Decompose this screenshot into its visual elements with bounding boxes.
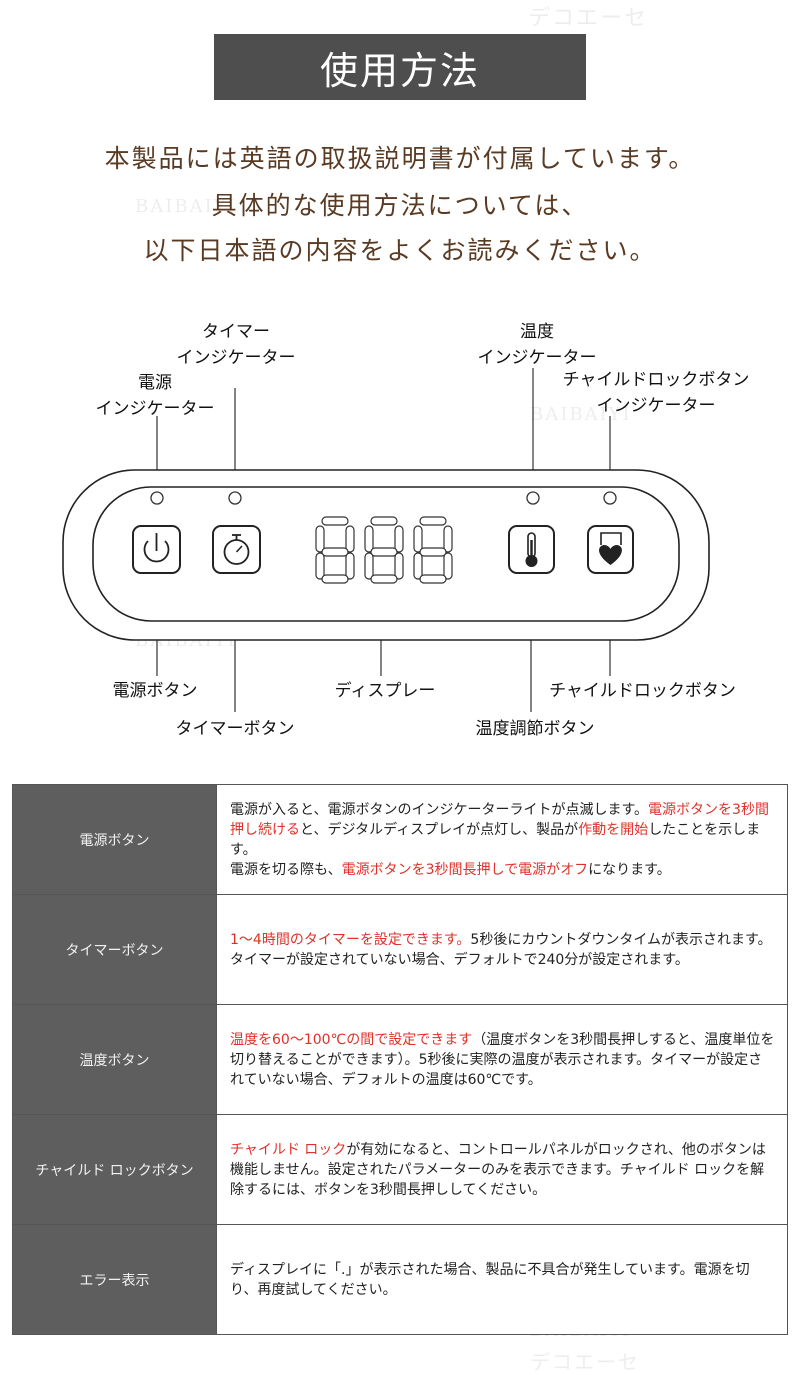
intro-line-3: 以下日本語の内容をよくお読みください。 — [143, 236, 657, 265]
table-row: エラー表示 ディスプレイに「.」が表示された場合、製品に不具合が発生しています。… — [12, 1224, 788, 1335]
timer-button-label: タイマーボタン — [175, 719, 295, 739]
display-digit — [315, 516, 355, 584]
row-description: ディスプレイに「.」が表示された場合、製品に不具合が発生しています。電源を切り、… — [216, 1224, 788, 1335]
heart-lock-icon[interactable] — [587, 525, 634, 574]
description-text: が有効になると、コントロールパネルがロックされ、他のボタンは機能しません。設定さ… — [230, 1141, 766, 1198]
feature-table: 電源ボタン 電源が入ると、電源ボタンのインジケーターライトが点滅します。電源ボタ… — [12, 784, 788, 1335]
child-lock-button-label: チャイルドロックボタン — [549, 681, 736, 701]
row-header: 温度ボタン — [12, 1004, 217, 1115]
highlight-text: 電源ボタンを3秒間長押しで電源がオフ — [341, 861, 589, 878]
highlight-text: チャイルド ロック — [230, 1141, 347, 1158]
power-icon[interactable] — [132, 525, 181, 574]
label-line: 温度 — [520, 322, 554, 342]
timer-indicator-label: タイマー インジケーター — [161, 319, 311, 371]
description-text: （温度ボタンを3秒間長押しすると、温度単位を切り替えることができます）。5秒後に… — [230, 1031, 775, 1088]
row-description: チャイルド ロックが有効になると、コントロールパネルがロックされ、他のボタンは機… — [216, 1114, 788, 1225]
table-row: 電源ボタン 電源が入ると、電源ボタンのインジケーターライトが点滅します。電源ボタ… — [12, 784, 788, 895]
row-header: タイマーボタン — [12, 894, 217, 1005]
stopwatch-icon[interactable] — [212, 525, 261, 574]
display-label: ディスプレー — [334, 681, 436, 701]
table-row: タイマーボタン 1〜4時間のタイマーを設定できます。5秒後にカウントダウンタイム… — [12, 894, 788, 1005]
watermark-shop: デコエーセ — [528, 6, 649, 31]
row-header: 電源ボタン — [12, 784, 217, 895]
power-indicator-led — [150, 491, 164, 505]
row-description: 温度を60〜100℃の間で設定できます（温度ボタンを3秒間長押しすると、温度単位… — [216, 1004, 788, 1115]
description-text: 5秒後にカウントダウンタイムが表示されます。タイマーが設定されていない場合、デフ… — [230, 931, 772, 968]
temp-button-label: 温度調節ボタン — [475, 719, 595, 739]
highlight-text: 1〜4時間のタイマーを設定できます。 — [230, 931, 471, 948]
display-digit — [413, 516, 453, 584]
power-indicator-label: 電源 インジケーター — [80, 370, 230, 422]
display-digit — [364, 516, 404, 584]
highlight-text: 温度を60〜100℃の間で設定できます — [230, 1031, 473, 1048]
row-header: チャイルド ロックボタン — [12, 1114, 217, 1225]
row-description: 電源が入ると、電源ボタンのインジケーターライトが点滅します。電源ボタンを3秒間押… — [216, 784, 788, 895]
temp-indicator-label: 温度 インジケーター — [462, 319, 612, 371]
label-line: インジケーター — [95, 399, 215, 419]
child-lock-indicator-label: チャイルドロックボタン インジケーター — [546, 367, 766, 419]
label-line: インジケーター — [477, 348, 597, 368]
description-text: になります。 — [588, 861, 671, 878]
label-line: 電源 — [138, 373, 172, 393]
description-text: 電源が入ると、電源ボタンのインジケーターライトが点滅します。 — [230, 801, 649, 818]
intro-line-1: 本製品には英語の取扱説明書が付属しています。 — [104, 144, 696, 173]
label-line: インジケーター — [596, 396, 716, 416]
label-line: タイマー — [202, 322, 270, 342]
timer-indicator-led — [228, 491, 242, 505]
highlight-text: 作動を開始 — [578, 821, 649, 838]
row-description: 1〜4時間のタイマーを設定できます。5秒後にカウントダウンタイムが表示されます。… — [216, 894, 788, 1005]
label-line: インジケーター — [176, 348, 296, 368]
watermark-shop: デコエーセ — [530, 1350, 640, 1374]
description-text: したことを示します。 — [230, 821, 761, 858]
page-title: 使用方法 — [214, 34, 586, 100]
description-text: と、デジタルディスプレイが点灯し、製品が — [300, 821, 579, 838]
thermometer-icon[interactable] — [508, 525, 555, 574]
power-button-label: 電源ボタン — [112, 681, 198, 701]
row-header: エラー表示 — [12, 1224, 217, 1335]
control-panel-diagram — [62, 368, 710, 712]
table-row: チャイルド ロックボタン チャイルド ロックが有効になると、コントロールパネルが… — [12, 1114, 788, 1225]
temp-indicator-led — [526, 491, 540, 505]
table-row: 温度ボタン 温度を60〜100℃の間で設定できます（温度ボタンを3秒間長押しする… — [12, 1004, 788, 1115]
description-text: 電源を切る際も、 — [230, 861, 342, 878]
child-lock-indicator-led — [603, 491, 617, 505]
highlight-text: 電源ボタンを3秒間押し続ける — [230, 801, 769, 838]
description-text: ディスプレイに「.」が表示された場合、製品に不具合が発生しています。電源を切り、… — [230, 1261, 750, 1298]
seven-segment-display — [315, 516, 453, 584]
label-line: チャイルドロックボタン — [562, 370, 750, 390]
intro-line-2: 具体的な使用方法については、 — [211, 191, 589, 220]
